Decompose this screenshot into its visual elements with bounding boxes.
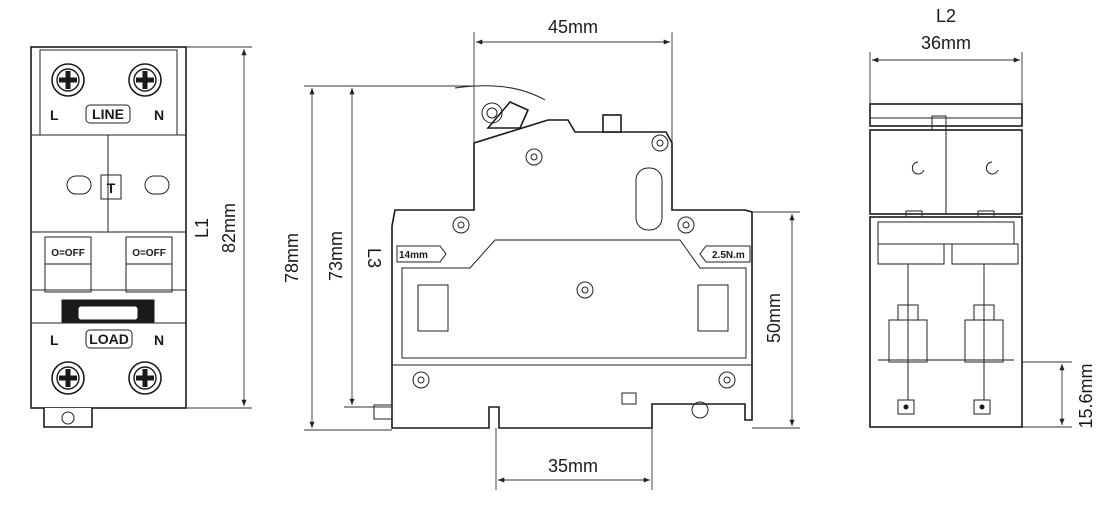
terminal-bottom-right-label: N (154, 332, 164, 348)
torque-left-label: 14mm (399, 250, 428, 261)
side-lever (486, 101, 530, 129)
front-height-value: 82mm (219, 203, 239, 253)
torque-right-box (699, 245, 751, 263)
line-label-box (85, 104, 131, 124)
end-view: L2 36mm 15.6mm (869, 6, 1096, 429)
side-outer-height: 78mm (282, 233, 302, 283)
end-lower-height: 15.6mm (1076, 363, 1096, 428)
side-slot-left (417, 284, 449, 332)
side-slot-right (697, 284, 729, 332)
screw-bottom-right-icon (128, 361, 162, 395)
torque-right-label: 2.5N.m (712, 250, 745, 261)
test-button[interactable] (100, 174, 122, 200)
side-top-width: 45mm (548, 17, 598, 37)
screw-top-left-icon (51, 63, 85, 97)
end-lower-body (869, 216, 1023, 428)
front-slot-right (144, 175, 170, 195)
screw-top-right-icon (128, 63, 162, 97)
side-window (635, 167, 663, 231)
front-slot-left (66, 175, 92, 195)
switch-left-label: O=OFF (51, 248, 85, 259)
test-button-label: T (107, 180, 116, 196)
terminal-top-left-label: L (50, 107, 59, 123)
load-label-box (85, 329, 133, 349)
load-label: LOAD (89, 331, 129, 347)
switch-right-label: O=OFF (132, 248, 166, 259)
end-width-value: 36mm (921, 33, 971, 53)
front-height-name: L1 (192, 218, 212, 238)
side-rail-width: 35mm (548, 456, 598, 476)
side-housing (391, 119, 753, 429)
terminal-top-right-label: N (154, 107, 164, 123)
side-height-name: L3 (364, 248, 384, 268)
side-view: 14mm 2.5N.m 45mm 78mm 73mm L3 (282, 17, 800, 490)
side-release-tab (373, 404, 393, 420)
side-inner-height: 73mm (326, 231, 346, 281)
din-clip (43, 408, 93, 428)
terminal-bottom-left-label: L (50, 332, 59, 348)
side-top-tab (602, 114, 622, 133)
screw-bottom-left-icon (51, 361, 85, 395)
line-label: LINE (92, 106, 124, 122)
torque-left-box (396, 245, 447, 263)
end-width-name: L2 (936, 6, 956, 26)
front-view: L N LINE T O=OFF O=OFF LOAD L N (30, 46, 252, 428)
side-body-height: 50mm (764, 293, 784, 343)
